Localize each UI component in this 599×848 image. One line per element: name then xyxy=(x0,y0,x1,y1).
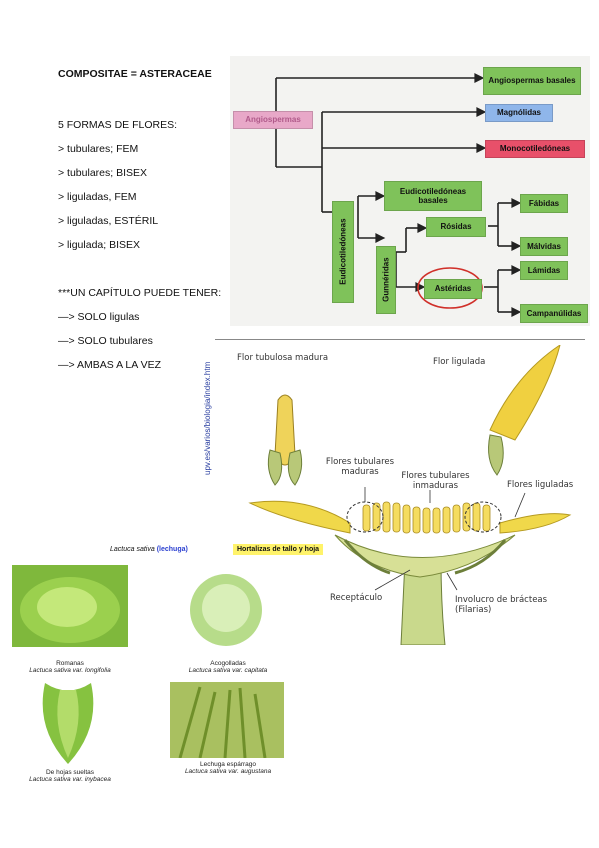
caption-name: Romanas xyxy=(56,660,84,667)
lettuce-photo-romanas xyxy=(12,565,128,647)
caption-sci: Lactuca sativa var. inybacea xyxy=(29,776,111,783)
node-rosidas: Rósidas xyxy=(426,217,486,237)
lettuce-species: Lactuca sativa xyxy=(110,546,155,553)
node-eudicot-basales: Eudicotiledóneas basales xyxy=(384,181,482,211)
phylogeny-lines xyxy=(275,73,522,317)
text-line: > tubulares; FEM xyxy=(58,143,139,155)
lettuce-photo-acogolladas xyxy=(183,565,269,651)
lettuce-heading: Lactuca sativa (lechuga) xyxy=(110,546,188,553)
label-flor-tubulosa: Flor tubulosa madura xyxy=(237,353,329,363)
source-url: upv.es/varios/biologia/index.htm xyxy=(203,361,212,475)
lettuce-photo-hojas-sueltas xyxy=(30,678,106,766)
node-angiospermas: Angiospermas xyxy=(233,111,313,129)
node-magnolidas: Magnólidas xyxy=(485,104,553,122)
node-angiospermas-basales: Angiospermas basales xyxy=(483,67,581,95)
text-line: —> SOLO ligulas xyxy=(58,311,140,323)
node-eudicotiledoneas: Eudicotiledóneas xyxy=(332,201,354,303)
asteridas-highlight-circle xyxy=(417,267,483,309)
node-monocotiledoneas: Monocotiledóneas xyxy=(485,140,585,158)
node-fabidas: Fábidas xyxy=(520,194,568,213)
text-line: > tubulares; BISEX xyxy=(58,167,148,179)
caption-hojas-sueltas: De hojas sueltas Lactuca sativa var. iny… xyxy=(12,769,128,783)
node-eudicotiledoneas-label: Eudicotiledóneas xyxy=(338,218,348,286)
node-malvidas: Málvidas xyxy=(520,237,568,256)
category-tag: Hortalizas de tallo y hoja xyxy=(233,544,324,555)
label-flor-ligulada: Flor ligulada xyxy=(433,357,486,367)
caption-esparrago: Lechuga espárrago Lactuca sativa var. au… xyxy=(170,761,286,775)
label-receptaculo: Receptáculo xyxy=(330,593,383,603)
text-line: —> SOLO tubulares xyxy=(58,335,153,347)
caption-name: Lechuga espárrago xyxy=(199,761,256,768)
label-flores-liguladas: Flores liguladas xyxy=(507,480,574,490)
text-line: > liguladas, ESTÉRIL xyxy=(58,215,159,227)
node-campanulidas: Campanúlidas xyxy=(520,304,588,323)
lettuce-common-name: (lechuga) xyxy=(156,546,188,553)
node-gunneridas: Gunnéridas xyxy=(376,246,396,314)
label-involucro: Involucro de brácteas (Filarias) xyxy=(455,595,548,615)
section-divider xyxy=(215,339,585,340)
text-line: 5 FORMAS DE FLORES: xyxy=(58,119,178,131)
text-line: > liguladas, FEM xyxy=(58,191,137,203)
text-line: > ligulada; BISEX xyxy=(58,239,141,251)
caption-romanas: Romanas Lactuca sativa var. longifolia xyxy=(12,660,128,674)
caption-name: De hojas sueltas xyxy=(45,769,95,776)
phylogeny-diagram: Angiospermas Angiospermas basales Magnól… xyxy=(230,56,590,326)
text-line: —> AMBAS A LA VEZ xyxy=(58,359,162,371)
label-tubulares-inmaduras: Flores tubulares inmaduras xyxy=(401,471,470,491)
caption-name: Acogolladas xyxy=(210,660,246,667)
flower-illustration: Flor tubulosa madura Flor ligulada Flore… xyxy=(203,345,590,645)
caption-acogolladas: Acogolladas Lactuca sativa var. capitata xyxy=(170,660,286,674)
node-gunneridas-label: Gunnéridas xyxy=(381,257,391,303)
text-line: ***UN CAPÍTULO PUEDE TENER: xyxy=(58,287,222,299)
node-asteridas: Astéridas xyxy=(424,279,482,299)
page-title: COMPOSITAE = ASTERACEAE xyxy=(58,68,212,80)
caption-sci: Lactuca sativa var. capitata xyxy=(188,667,268,674)
caption-sci: Lactuca sativa var. longifolia xyxy=(29,667,111,674)
caption-sci: Lactuca sativa var. augustana xyxy=(184,768,272,775)
flower-drawing xyxy=(248,345,572,645)
lettuce-photo-esparrago xyxy=(170,682,284,759)
node-lamidas: Lámidas xyxy=(520,261,568,280)
label-tubulares-maduras: Flores tubulares maduras xyxy=(325,457,395,477)
